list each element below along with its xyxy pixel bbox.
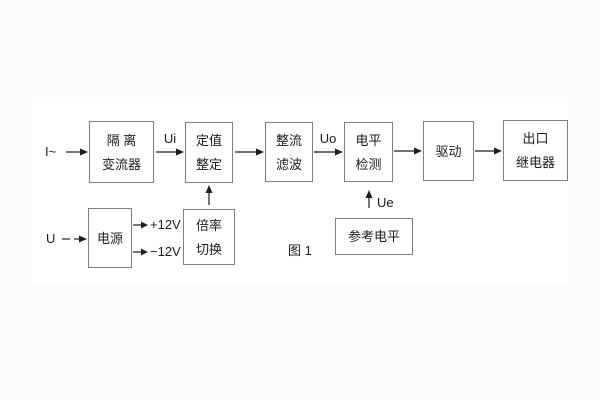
block-reference-level: 参考电平 [335,218,413,255]
signal-uo-label: Uo [319,131,337,146]
block-level-detection-line1: 电平 [355,132,382,148]
signal-ue-label: Ue [377,195,394,210]
block-drive: 驱动 [423,121,474,181]
block-level-detection: 电平 检测 [344,122,393,182]
signal-ui-label: Ui [163,131,177,146]
block-rectify-filter: 整流 滤波 [265,122,313,182]
block-ratio-switch-line2: 切换 [195,241,222,257]
block-outlet-relay: 出口 继电器 [503,120,568,181]
block-power-supply-label: 电源 [96,230,123,246]
figure-caption: 图 1 [288,243,312,258]
block-level-detection-line2: 检测 [355,156,382,172]
block-setting-adjustment-line1: 定值 [195,133,222,148]
block-rectify-filter-line2: 滤波 [275,156,302,172]
block-outlet-relay-line2: 继电器 [515,155,555,170]
input-current-label: I~ [45,144,57,159]
block-ratio-switch: 倍率 切换 [183,209,235,265]
block-rectify-filter-line1: 整流 [275,132,302,148]
block-isolation-transformer: 隔 离 变流器 [89,121,154,183]
block-isolation-transformer-line2: 变流器 [101,156,141,172]
block-isolation-transformer-line1: 隔 离 [106,132,137,148]
block-power-supply: 电源 [88,208,132,268]
block-setting-adjustment-line2: 整定 [195,157,222,172]
block-ratio-switch-line1: 倍率 [195,217,222,233]
signal-plus12-label: +12V [150,217,181,232]
block-drive-label: 驱动 [435,143,462,159]
block-reference-level-label: 参考电平 [347,229,400,244]
input-voltage-label: U [46,231,56,246]
block-setting-adjustment: 定值 整定 [185,122,233,183]
signal-minus12-label: −12V [150,244,181,259]
block-outlet-relay-line1: 出口 [522,131,549,146]
